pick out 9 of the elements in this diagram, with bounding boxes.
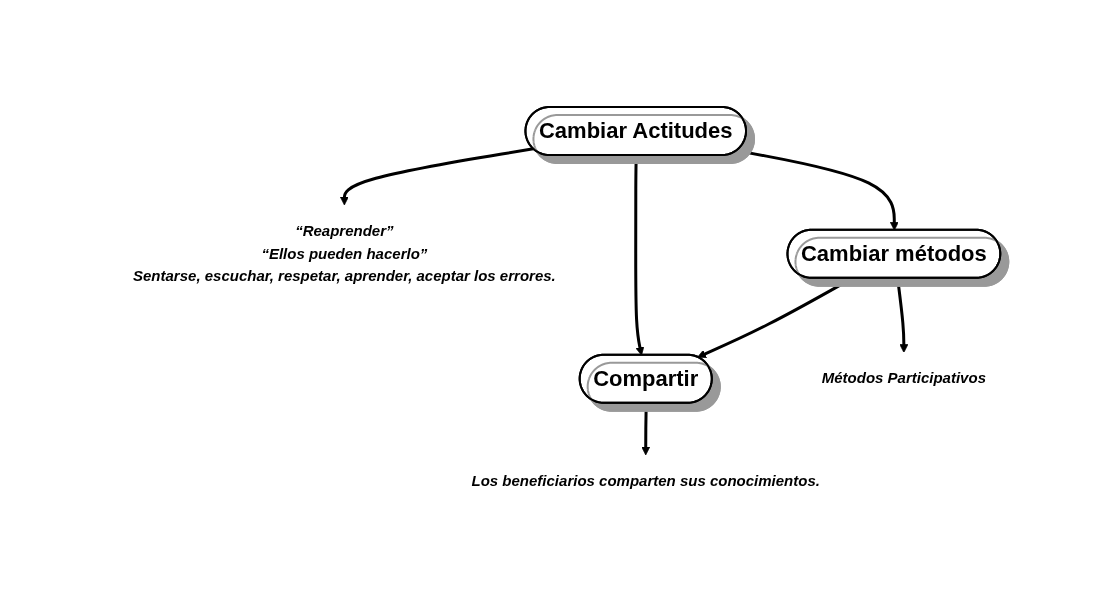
- node-text: “Reaprender” “Ellos pueden hacerlo” Sentarse, escuchar, respetar, aprender, aceptar los errores.: [133, 222, 556, 285]
- arrow: [631, 155, 645, 356]
- node-text: Los beneficiarios comparten sus conocimientos.: [471, 472, 820, 490]
- arrow: [641, 403, 651, 456]
- arrow: [737, 148, 899, 231]
- node-text: Métodos Participativos: [821, 369, 986, 387]
- arrow: [339, 147, 534, 206]
- arrow: [896, 278, 909, 354]
- arrow: [697, 278, 853, 359]
